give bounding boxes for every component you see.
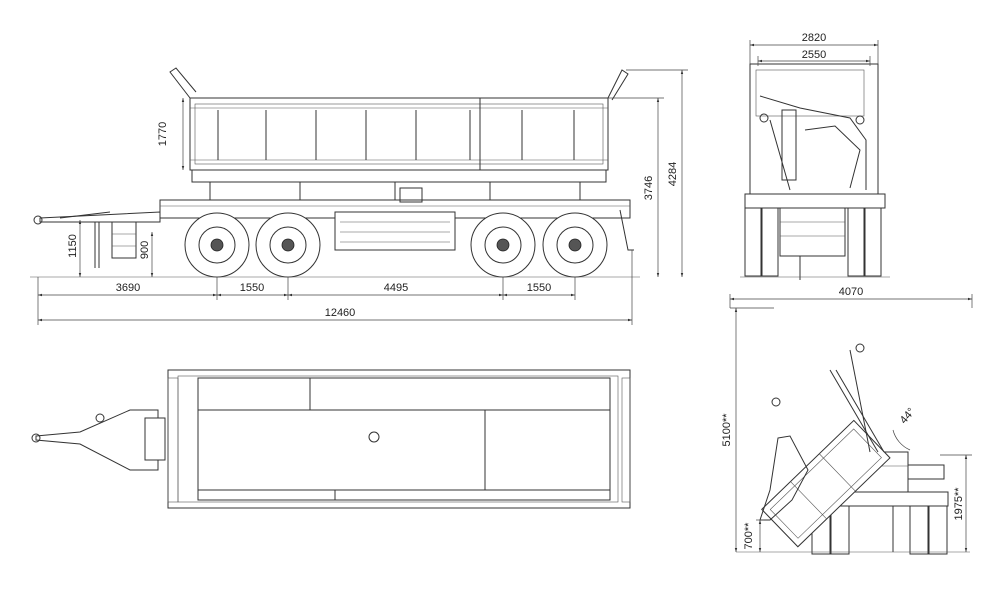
dim-drawbar-height: 1150	[67, 234, 79, 258]
dim-tipping-height: 5100**	[721, 413, 733, 447]
top-view	[31, 369, 631, 509]
front-view	[740, 63, 890, 280]
dim-axle-spacing-front: 1550	[240, 282, 264, 294]
dim-overall-length: 12460	[325, 307, 356, 319]
side-view	[30, 67, 640, 278]
dim-axle-spacing-rear: 1550	[527, 282, 551, 294]
dim-top-width-inner: 2550	[802, 49, 826, 61]
dim-height-4284: 4284	[667, 162, 679, 186]
side-view-dimensions: 1770 3746 4284 1150 900 3690 1550 4495 1…	[37, 69, 688, 325]
dim-tipping-pivot-height: 1975**	[953, 487, 965, 521]
dim-axle-group-gap: 4495	[384, 282, 408, 294]
dim-step-height: 900	[139, 241, 151, 259]
dim-body-height: 1770	[157, 122, 169, 146]
dim-side-bottom-clearance: 700**	[743, 522, 755, 550]
tipping-view	[736, 343, 970, 555]
dim-tipping-angle: 44°	[898, 406, 918, 426]
dim-top-width-outer: 2820	[802, 32, 826, 44]
dim-height-3746: 3746	[643, 176, 655, 200]
side-wheels	[184, 212, 608, 278]
dim-front-overhang: 3690	[116, 282, 140, 294]
dim-tipping-width: 4070	[839, 286, 863, 298]
front-view-dimensions: 2820 2550	[749, 32, 879, 66]
